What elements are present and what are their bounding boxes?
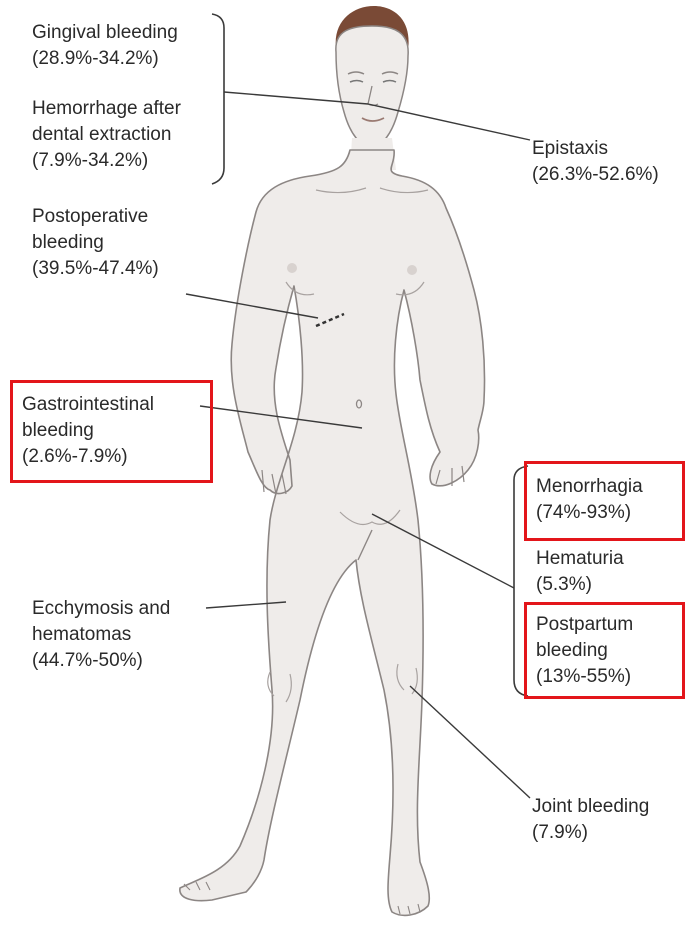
- label-epistaxis: Epistaxis (26.3%-52.6%): [532, 136, 659, 188]
- nipple-right: [407, 265, 417, 275]
- leader-joint: [410, 686, 530, 798]
- label-hematuria: Hematuria (5.3%): [536, 546, 624, 598]
- gingival-title: Gingival bleeding: [32, 20, 178, 46]
- highlight-box-menorrhagia: [524, 461, 685, 541]
- postoperative-title: Postoperative: [32, 204, 159, 230]
- oral-bracket: [212, 14, 224, 184]
- hematuria-title: Hematuria: [536, 546, 624, 572]
- dental-title-1: Hemorrhage after: [32, 96, 181, 122]
- gingival-range: (28.9%-34.2%): [32, 46, 178, 72]
- highlight-box-postpartum: [524, 602, 685, 699]
- joint-title: Joint bleeding: [532, 794, 649, 820]
- label-dental-extraction: Hemorrhage after dental extraction (7.9%…: [32, 96, 181, 174]
- label-ecchymosis-hematomas: Ecchymosis and hematomas (44.7%-50%): [32, 596, 170, 674]
- dental-range: (7.9%-34.2%): [32, 148, 181, 174]
- hematuria-range: (5.3%): [536, 572, 624, 598]
- ecchymosis-range: (44.7%-50%): [32, 648, 170, 674]
- highlight-box-gastrointestinal: [10, 380, 213, 483]
- label-gingival-bleeding: Gingival bleeding (28.9%-34.2%): [32, 20, 178, 72]
- label-joint-bleeding: Joint bleeding (7.9%): [532, 794, 649, 846]
- epistaxis-range: (26.3%-52.6%): [532, 162, 659, 188]
- ecchymosis-subtitle: hematomas: [32, 622, 170, 648]
- postoperative-range: (39.5%-47.4%): [32, 256, 159, 282]
- nipple-left: [287, 263, 297, 273]
- label-postoperative-bleeding: Postoperative bleeding (39.5%-47.4%): [32, 204, 159, 282]
- postoperative-subtitle: bleeding: [32, 230, 159, 256]
- joint-range: (7.9%): [532, 820, 649, 846]
- body-silhouette: [180, 150, 485, 915]
- ecchymosis-title: Ecchymosis and: [32, 596, 170, 622]
- epistaxis-title: Epistaxis: [532, 136, 659, 162]
- dental-title-2: dental extraction: [32, 122, 181, 148]
